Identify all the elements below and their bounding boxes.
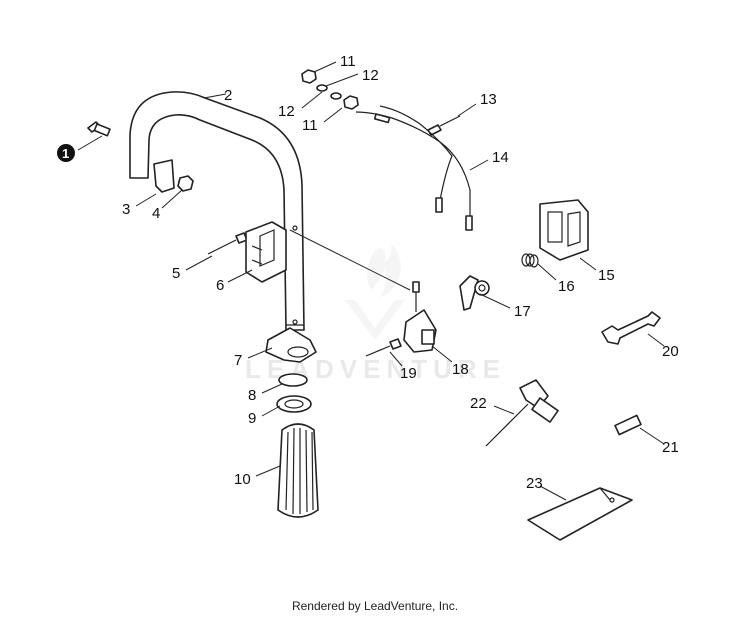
washer-8 xyxy=(278,373,308,387)
switch-housing-15 xyxy=(539,199,589,261)
washer-12a xyxy=(316,84,328,92)
nut-4 xyxy=(177,175,194,192)
callout-16: 16 xyxy=(558,278,575,295)
callout-3: 3 xyxy=(122,201,130,218)
callout-1: 1 xyxy=(62,146,69,161)
clamp-block-6 xyxy=(245,221,287,283)
washer-12b xyxy=(330,92,342,100)
leader-lines xyxy=(77,61,665,501)
callout-15: 15 xyxy=(598,267,615,284)
cable-14 xyxy=(355,105,473,231)
washer-9 xyxy=(276,395,312,413)
callout-7: 7 xyxy=(234,352,242,369)
plug-wrench-22 xyxy=(485,379,559,447)
nut-11b xyxy=(343,95,359,110)
grip-10 xyxy=(277,423,319,518)
clamp-bracket xyxy=(153,159,175,193)
bolt-1 xyxy=(87,121,111,137)
callout-8: 8 xyxy=(248,387,256,404)
footer-credit: Rendered by LeadVenture, Inc. xyxy=(291,599,459,613)
base-bracket-7 xyxy=(265,327,317,363)
lever-17 xyxy=(459,275,490,311)
stop-switch-18 xyxy=(403,281,437,353)
screw-19 xyxy=(365,338,402,357)
callout-11a: 11 xyxy=(340,53,356,70)
callout-20: 20 xyxy=(662,343,679,360)
callout-13: 13 xyxy=(480,91,497,108)
watermark-logo xyxy=(345,244,405,340)
callout-21: 21 xyxy=(662,439,679,456)
callout-4: 4 xyxy=(152,205,160,222)
callout-6: 6 xyxy=(216,277,224,294)
callout-12a: 12 xyxy=(362,67,379,84)
spring-16 xyxy=(521,253,539,268)
callout-10: 10 xyxy=(234,471,251,488)
callout-17: 17 xyxy=(514,303,531,320)
tool-bag-23 xyxy=(527,487,633,541)
wrench-20 xyxy=(601,311,661,345)
screw-5 xyxy=(207,232,248,255)
callout-18: 18 xyxy=(452,361,469,378)
callout-2: 2 xyxy=(224,87,232,104)
callout-23: 23 xyxy=(526,475,543,492)
callout-11b: 11 xyxy=(302,117,318,134)
callout-12b: 12 xyxy=(278,103,295,120)
callout-5: 5 xyxy=(172,265,180,282)
screw-13 xyxy=(427,115,461,136)
callout-14: 14 xyxy=(492,149,509,166)
callout-1-badge xyxy=(57,144,75,162)
callout-9: 9 xyxy=(248,410,256,427)
pin-21 xyxy=(614,414,642,436)
handle-bar xyxy=(129,91,305,331)
nut-11a xyxy=(301,69,317,84)
callout-19: 19 xyxy=(400,365,417,382)
callout-22: 22 xyxy=(470,395,487,412)
